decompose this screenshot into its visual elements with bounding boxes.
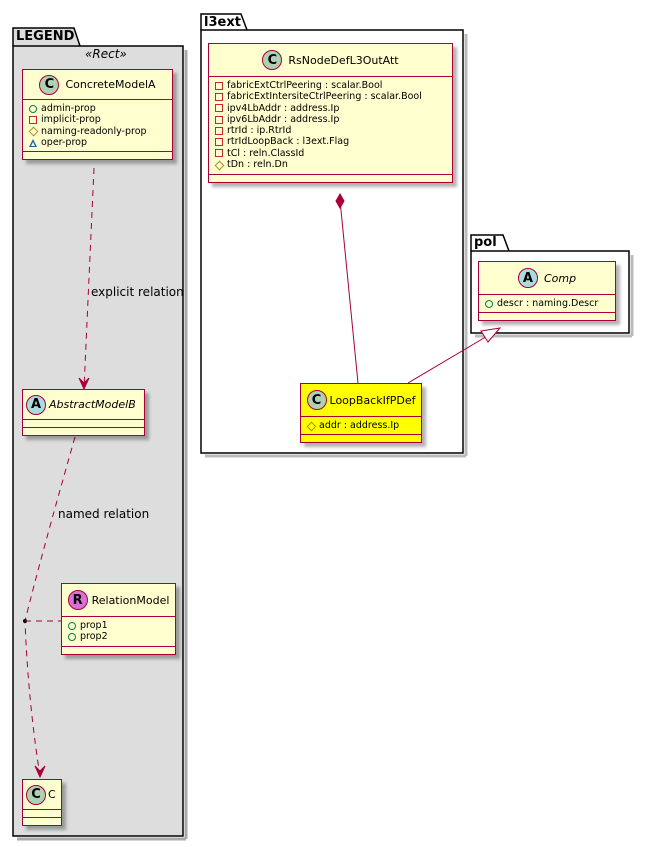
attribute-row: prop1 — [68, 620, 169, 631]
package-visibility-icon — [29, 138, 37, 147]
explicit-relation-label: explicit relation — [91, 285, 184, 299]
composition-diamond-icon — [335, 192, 345, 210]
operations-compartment — [23, 428, 144, 435]
operations-compartment — [209, 175, 452, 182]
protected-visibility-icon — [307, 422, 315, 430]
attribute-row: tCl : reln.ClassId — [215, 148, 446, 159]
private-visibility-icon — [215, 149, 223, 158]
protected-visibility-icon — [215, 161, 223, 169]
class-name: AbstractModelB — [49, 398, 136, 411]
attribute-list: admin-prop implicit-prop naming-readonly… — [23, 100, 172, 153]
class-abstract-model-b[interactable]: A AbstractModelB — [22, 389, 145, 436]
private-visibility-icon — [215, 126, 223, 135]
private-visibility-icon — [215, 115, 223, 124]
attribute-row: oper-prop — [29, 137, 166, 148]
attribute-row: ipv4LbAddr : address.Ip — [215, 103, 446, 114]
class-name: Comp — [543, 271, 577, 285]
class-concrete-model-a[interactable]: C ConcreteModelA admin-prop implicit-pro… — [22, 69, 173, 161]
attribute-row: rtrId : ip.RtrId — [215, 125, 446, 136]
named-relation-arrowhead — [34, 765, 46, 779]
class-name: LoopBackIfPDef — [329, 393, 416, 407]
composition-line — [339, 199, 359, 384]
attribute-list — [23, 810, 61, 818]
operations-compartment — [301, 435, 421, 442]
attribute-row: tDn : reln.Dn — [215, 159, 446, 170]
class-name: RelationModel — [91, 593, 170, 607]
generalization-triangle-icon — [480, 327, 502, 343]
class-c-icon: C — [26, 784, 46, 805]
l3ext-package-title: l3ext — [204, 15, 241, 30]
explicit-relation-arrowhead — [78, 377, 90, 391]
class-loop-back-if-p-def[interactable]: C LoopBackIfPDef addr : address.Ip — [300, 383, 422, 444]
explicit-relation-line — [83, 167, 95, 389]
attribute-list: addr : address.Ip — [301, 417, 421, 436]
operations-compartment — [23, 152, 172, 159]
protected-visibility-icon — [29, 127, 37, 135]
attribute-row: addr : address.Ip — [307, 420, 415, 431]
attribute-list: fabricExtCtrlPeering : scalar.Bool fabri… — [209, 77, 452, 176]
attribute-row: fabricExtIntersiteCtrlPeering : scalar.B… — [215, 91, 446, 102]
class-c[interactable]: C C — [22, 779, 62, 826]
abstract-class-icon: A — [26, 394, 46, 415]
private-visibility-icon — [215, 138, 223, 147]
legend-stereotype: «Rect» — [85, 47, 127, 61]
class-name: C — [48, 788, 56, 801]
legend-package-frame — [12, 27, 188, 841]
relation-class-icon: R — [67, 590, 88, 610]
attribute-list: prop1 prop2 — [62, 617, 175, 647]
attribute-row: naming-readonly-prop — [29, 126, 166, 137]
attribute-row: descr : naming.Descr — [485, 298, 609, 309]
attribute-row: implicit-prop — [29, 114, 166, 125]
attribute-row: rtrIdLoopBack : l3ext.Flag — [215, 136, 446, 147]
abstract-class-icon: A — [517, 268, 538, 288]
class-rs-node-def-l3-out-att[interactable]: C RsNodeDefL3OutAtt fabricExtCtrlPeering… — [208, 43, 453, 184]
class-c-icon: C — [306, 390, 327, 410]
attribute-row: fabricExtCtrlPeering : scalar.Bool — [215, 80, 446, 91]
public-visibility-icon — [68, 632, 76, 641]
operations-compartment — [23, 818, 61, 825]
class-name: ConcreteModelA — [65, 78, 156, 91]
operations-compartment — [62, 647, 175, 654]
class-name: RsNodeDefL3OutAtt — [288, 53, 399, 67]
class-c-icon: C — [262, 50, 283, 70]
attribute-row: ipv6LbAddr : address.Ip — [215, 114, 446, 125]
legend-package-title: LEGEND — [16, 29, 75, 44]
named-relation-label: named relation — [58, 507, 150, 521]
generalization-line — [407, 334, 490, 384]
attribute-row: admin-prop — [29, 103, 166, 114]
public-visibility-icon — [29, 104, 37, 113]
class-relation-model[interactable]: R RelationModel prop1 prop2 — [61, 583, 176, 655]
private-visibility-icon — [215, 81, 223, 90]
pol-package-title: pol — [474, 235, 497, 250]
class-c-icon: C — [39, 74, 60, 95]
private-visibility-icon — [215, 92, 223, 101]
attribute-list — [23, 420, 144, 428]
private-visibility-icon — [29, 115, 37, 124]
class-comp[interactable]: A Comp descr : naming.Descr — [478, 261, 616, 322]
private-visibility-icon — [215, 104, 223, 113]
public-visibility-icon — [68, 621, 76, 630]
public-visibility-icon — [485, 299, 493, 308]
attribute-list: descr : naming.Descr — [479, 295, 615, 314]
operations-compartment — [479, 313, 615, 320]
attribute-row: prop2 — [68, 631, 169, 642]
